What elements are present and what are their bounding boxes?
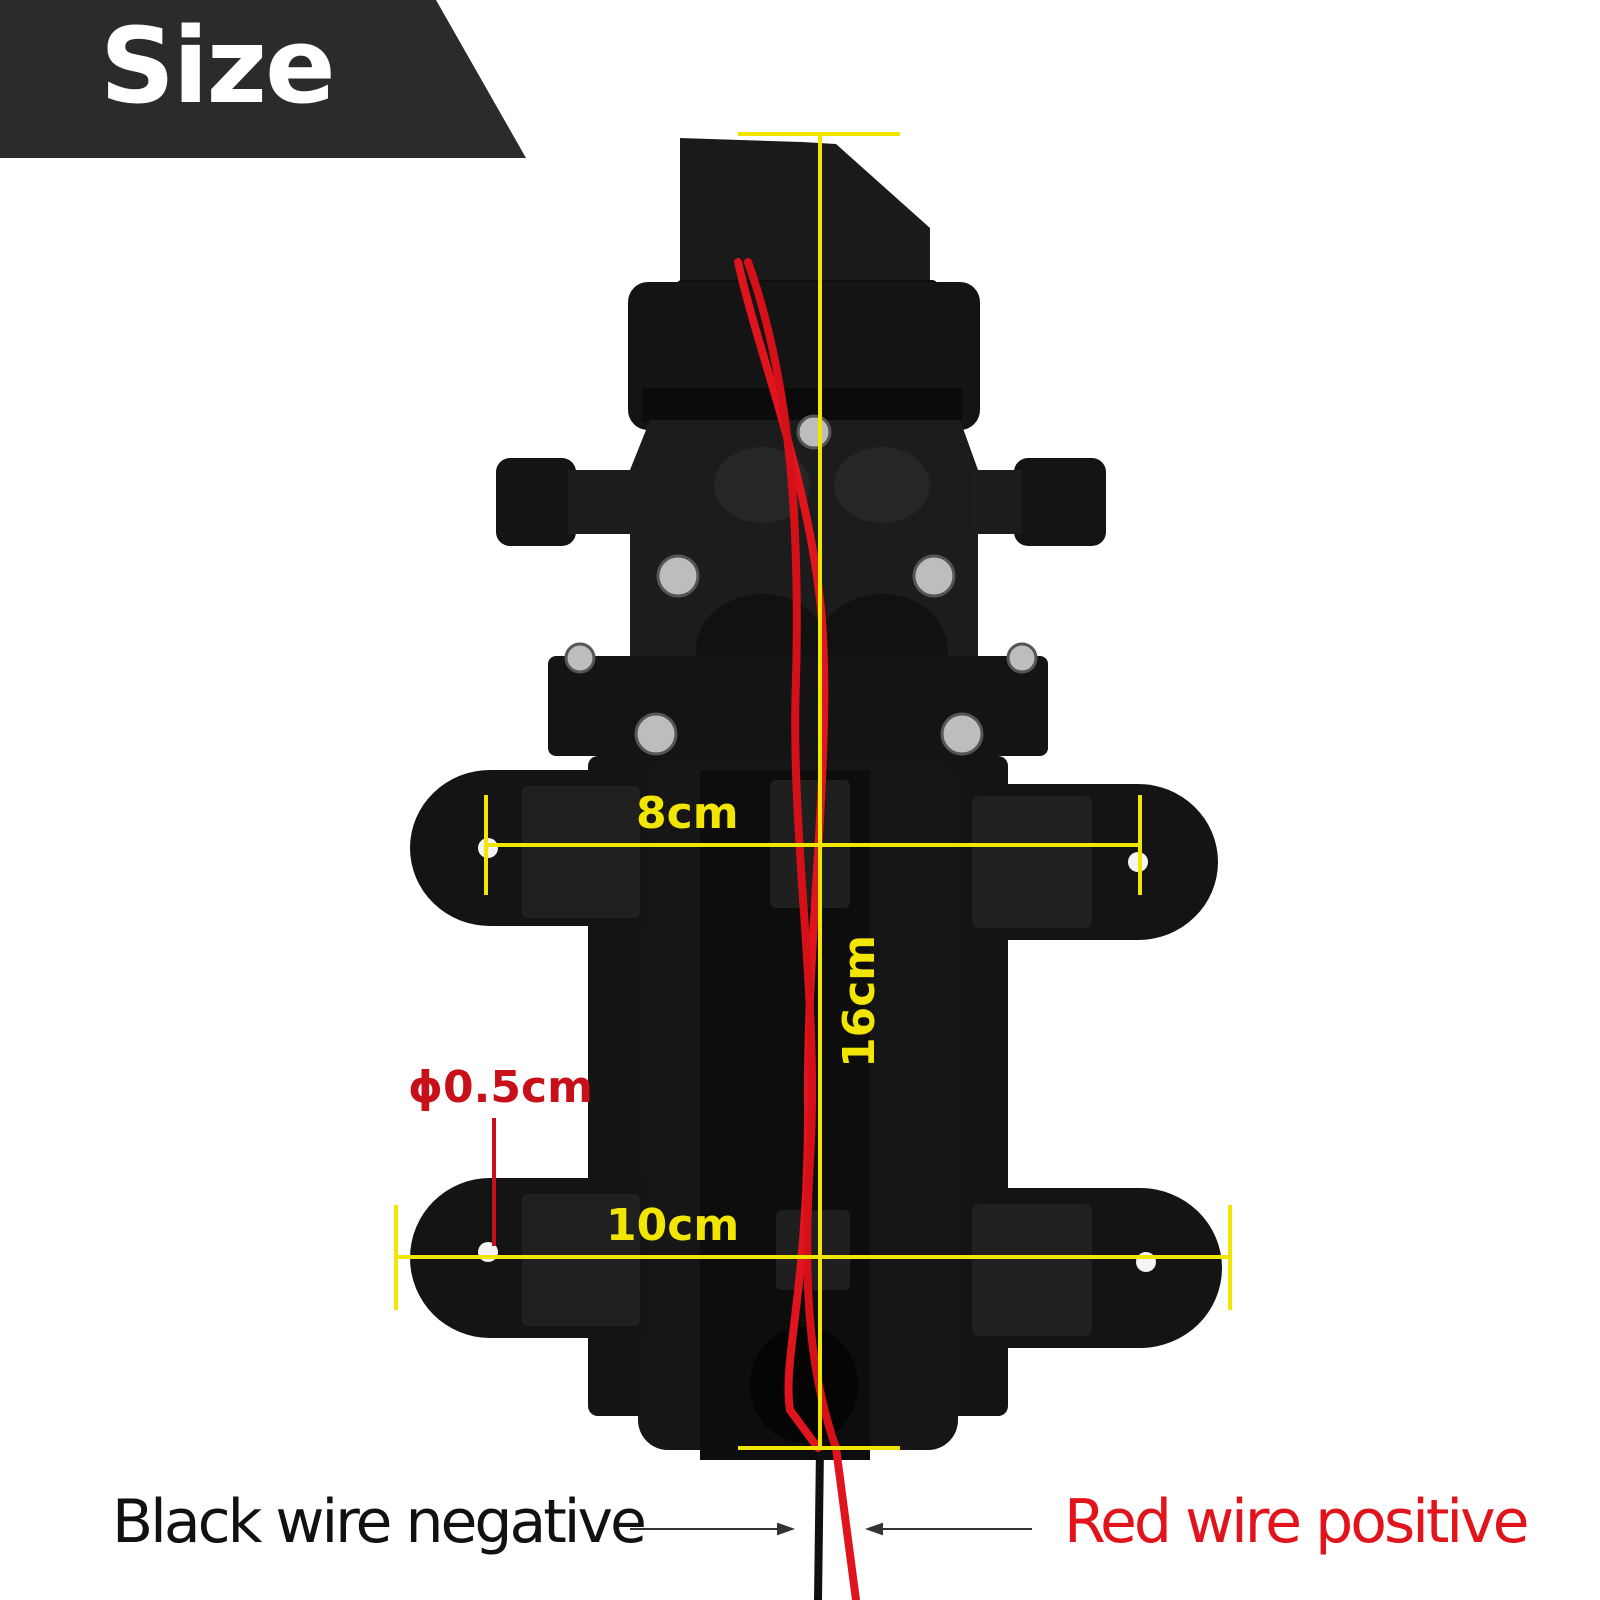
- dimension-lines: [394, 132, 1232, 1450]
- black-wire: [814, 1444, 824, 1600]
- size-banner: [0, 0, 526, 158]
- dimension-height: 16cm: [834, 934, 885, 1068]
- banner-title: Size: [100, 5, 336, 127]
- red-wire-b: [744, 258, 840, 1452]
- red-wire-caption: Red wire positive: [1064, 1487, 1529, 1557]
- dimension-bottom-width: 10cm: [606, 1200, 740, 1251]
- screw-icon: [564, 414, 1038, 756]
- hose-barb-icon: [496, 458, 1106, 546]
- red-wire-lead: [832, 1444, 860, 1600]
- black-wire-caption: Black wire negative: [112, 1487, 647, 1557]
- dimension-hole-diameter: ϕ0.5cm: [408, 1062, 593, 1113]
- pump-body: [410, 138, 1222, 1460]
- dimension-top-width: 8cm: [636, 788, 739, 839]
- wire-caption-arrows: [630, 1522, 1032, 1536]
